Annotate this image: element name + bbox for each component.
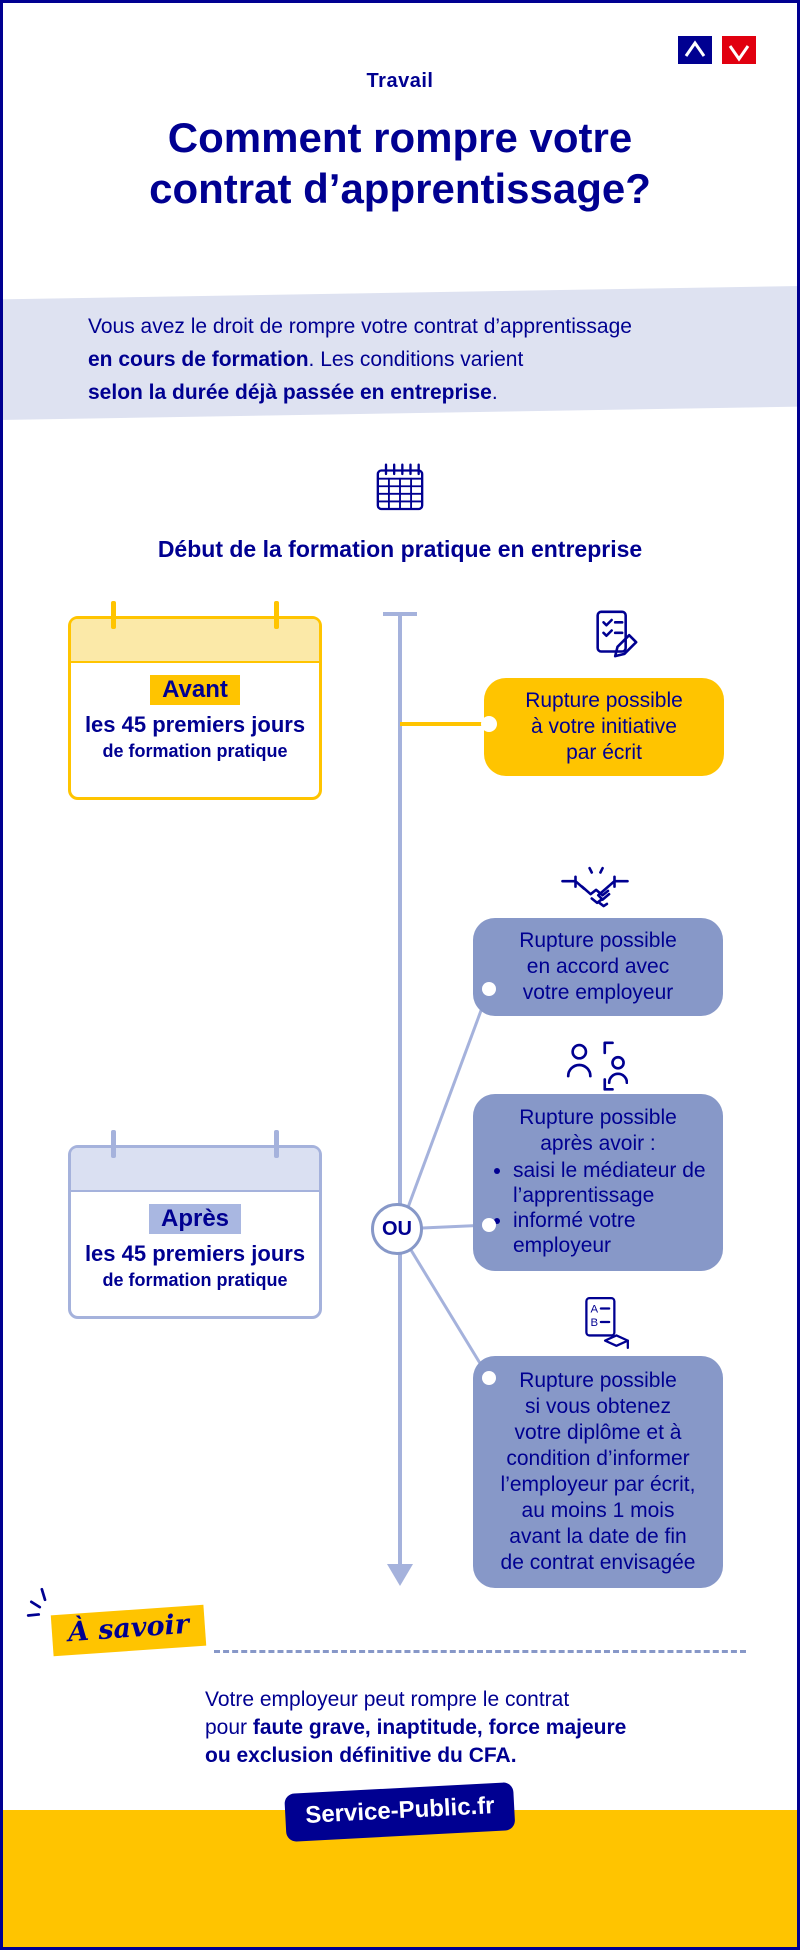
box-line: Rupture possible	[519, 1106, 677, 1129]
bullet-item: informé votre employeur	[513, 1208, 713, 1258]
card-apres-line2: de formation pratique	[102, 1270, 288, 1290]
box-rupture-initiative: Rupture possible à votre initiative par …	[484, 678, 724, 776]
connector-dot	[481, 716, 497, 732]
box-line: l’employeur par écrit,	[500, 1473, 696, 1496]
page-title: Comment rompre votre contrat d’apprentis…	[0, 112, 800, 214]
card-apres-line1: les 45 premiers jours	[84, 1241, 306, 1266]
connector-dot	[482, 1371, 496, 1385]
intro-line-1: Vous avez le droit de rompre votre contr…	[88, 315, 632, 338]
a-savoir-text: Votre employeur peut rompre le contrat p…	[205, 1686, 785, 1770]
box-line: par écrit	[566, 741, 642, 764]
dashed-divider	[214, 1650, 746, 1653]
card-avant-highlight: Avant	[150, 675, 240, 705]
connector-dot	[482, 1218, 496, 1232]
sparkle-icon	[24, 1584, 66, 1626]
box-rupture-mediateur: Rupture possible après avoir : saisi le …	[473, 1094, 723, 1271]
handshake-icon	[558, 866, 632, 918]
a-savoir-line-2-bold: faute grave, inaptitude, force majeure	[252, 1716, 627, 1739]
box-line: votre employeur	[522, 981, 674, 1004]
box-line: après avoir :	[540, 1132, 656, 1155]
intro-band: Vous avez le droit de rompre votre contr…	[0, 286, 800, 420]
card-apres-45-jours: Après les 45 premiers jours de formation…	[68, 1130, 322, 1319]
calendar-ring	[274, 1130, 279, 1158]
box-line: à votre initiative	[531, 715, 677, 738]
box-line: Rupture possible	[525, 689, 683, 712]
box-line: Rupture possible	[519, 1369, 677, 1392]
diploma-icon: A B	[578, 1294, 630, 1352]
french-flag-logo	[678, 34, 756, 68]
eyebrow-travail: Travail	[366, 70, 434, 92]
card-apres-highlight: Après	[148, 1204, 242, 1234]
box-line: condition d’informer	[506, 1447, 690, 1470]
intro-line-3-end: .	[491, 381, 498, 404]
calendar-ring	[111, 601, 116, 629]
title-line-2: contrat d’apprentissage?	[149, 165, 651, 213]
a-savoir-line-3-bold: ou exclusion définitive du CFA	[205, 1744, 511, 1767]
timeline-heading: Début de la formation pratique en entrep…	[157, 536, 643, 562]
box-line: de contrat envisagée	[500, 1551, 696, 1574]
intro-text: Vous avez le droit de rompre votre contr…	[0, 286, 800, 409]
title-line-1: Comment rompre votre	[167, 114, 633, 161]
intro-line-2-rest: . Les conditions varient	[308, 348, 524, 371]
connector-dot	[482, 982, 496, 996]
box-line: avant la date de fin	[509, 1525, 687, 1548]
card-avant-45-jours: Avant les 45 premiers jours de formation…	[68, 601, 322, 800]
calendar-ring	[111, 1130, 116, 1158]
a-savoir-line-2-pre: pour	[205, 1716, 253, 1739]
box-line: Rupture possible	[519, 929, 677, 952]
box-rupture-accord: Rupture possible en accord avec votre em…	[473, 918, 723, 1016]
a-savoir-line-3-end: .	[510, 1744, 517, 1767]
calendar-icon	[372, 460, 428, 516]
intro-line-2-bold: en cours de formation	[88, 348, 309, 371]
card-header	[71, 619, 319, 663]
ou-connector-badge: OU	[371, 1203, 423, 1255]
mediator-icon	[566, 1038, 629, 1092]
box-line: si vous obtenez	[525, 1395, 671, 1418]
a-savoir-line-1: Votre employeur peut rompre le contrat	[205, 1688, 570, 1711]
box-line: en accord avec	[526, 955, 670, 978]
card-header	[71, 1148, 319, 1192]
card-avant-line2: de formation pratique	[102, 741, 288, 761]
bullet-item: saisi le médiateur de l’apprentissage	[513, 1158, 713, 1208]
intro-line-3-bold: selon la durée déjà passée en entreprise	[88, 381, 492, 404]
document-pen-icon	[586, 606, 642, 662]
card-avant-line1: les 45 premiers jours	[84, 712, 306, 737]
box-rupture-diplome: Rupture possible si vous obtenez votre d…	[473, 1356, 723, 1588]
svg-text:B: B	[591, 1317, 599, 1329]
calendar-ring	[274, 601, 279, 629]
svg-text:A: A	[591, 1304, 599, 1316]
mediateur-bullet-list: saisi le médiateur de l’apprentissage in…	[483, 1158, 713, 1258]
box-line: votre diplôme et à	[514, 1421, 682, 1444]
box-line: au moins 1 mois	[521, 1499, 675, 1522]
